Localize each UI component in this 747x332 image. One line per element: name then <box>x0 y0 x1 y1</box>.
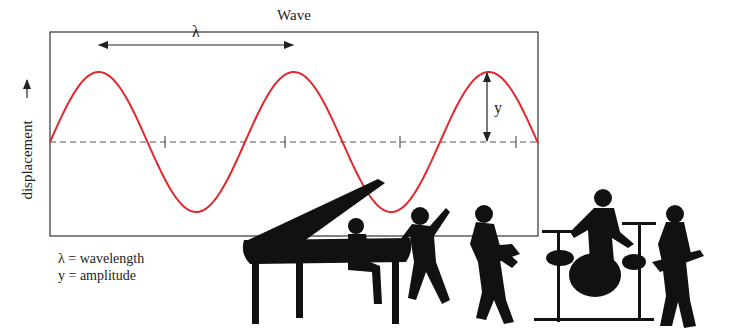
amplitude-arrow <box>486 73 487 141</box>
wavelength-arrow <box>99 44 293 45</box>
sine-wave <box>50 72 538 212</box>
wavelength-symbol: λ <box>192 22 200 41</box>
plot-frame <box>50 32 538 236</box>
legend-note: λ = wavelength <box>58 251 144 268</box>
axis-arrow <box>26 80 27 98</box>
legend-note: y = amplitude <box>58 268 136 285</box>
diagram-title: Wave <box>277 6 311 24</box>
axis-line <box>50 141 538 142</box>
axis-label: displacement <box>18 120 36 199</box>
band-silhouettes <box>243 179 704 328</box>
amplitude-symbol: y <box>494 98 502 117</box>
